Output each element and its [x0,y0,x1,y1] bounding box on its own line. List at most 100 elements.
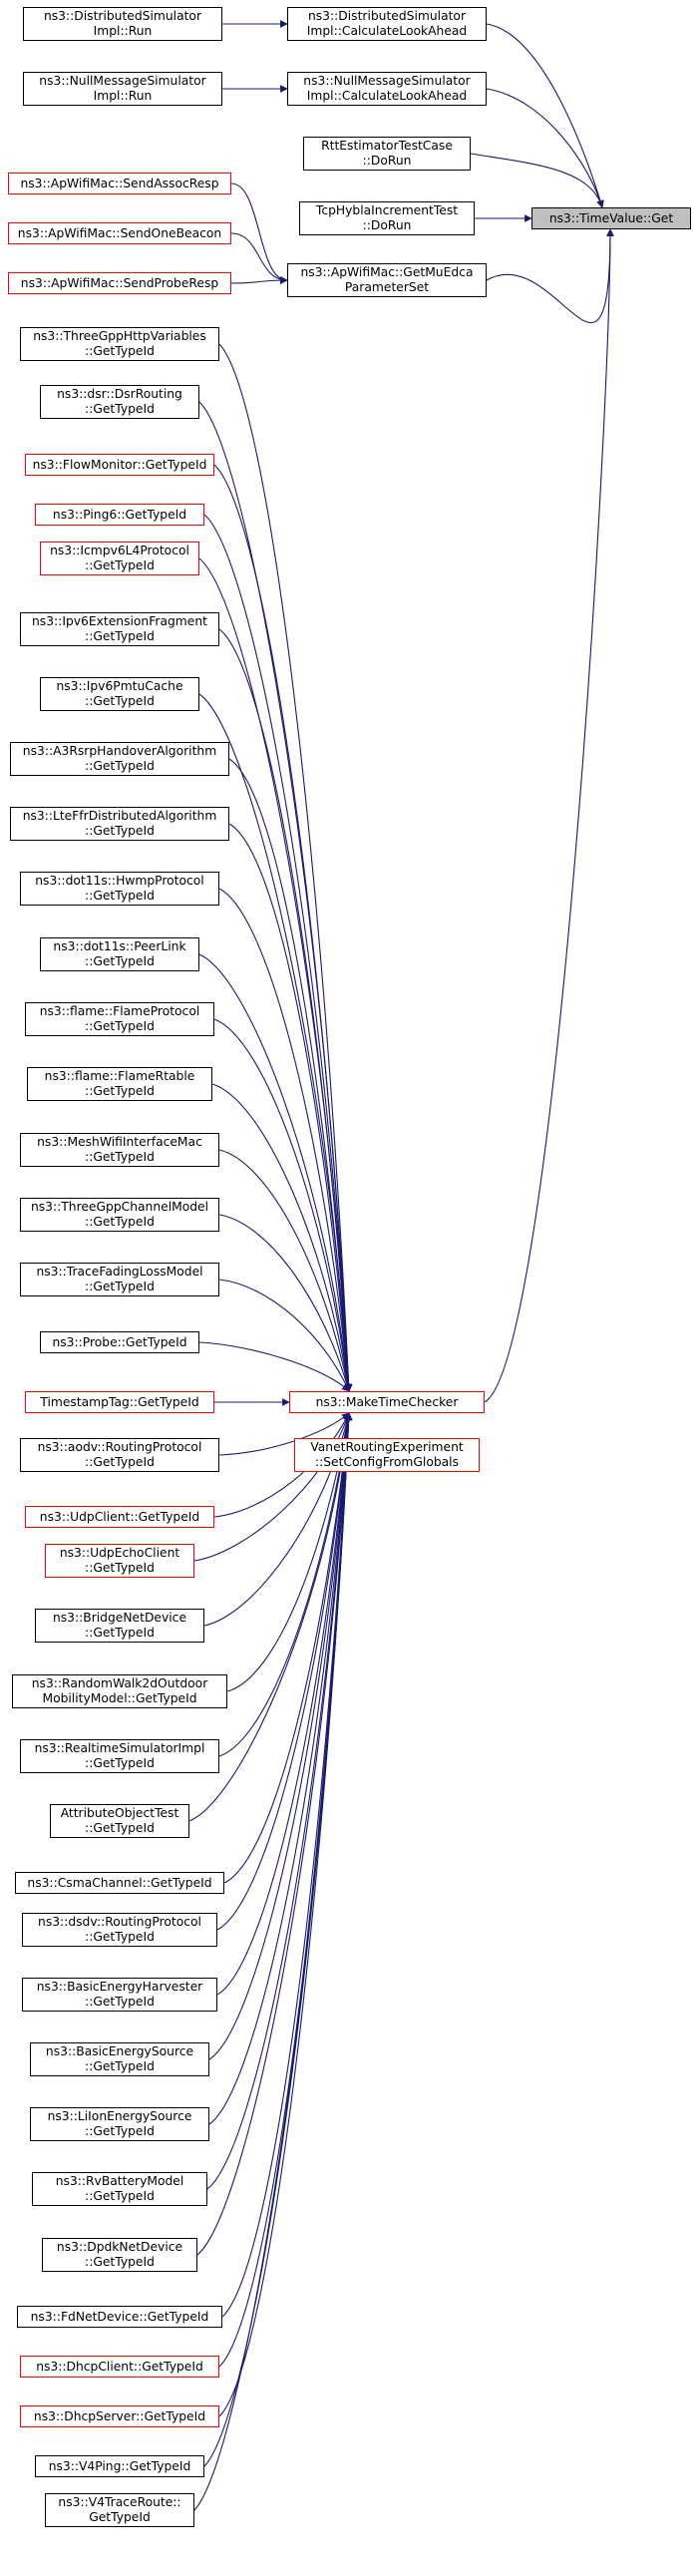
edge-l13-to-mtc [218,1149,352,1392]
node-label-line: TimestampTag::GetTypeId [40,1394,199,1409]
graph-node-l5[interactable]: ns3::Ipv6ExtensionFragment::GetTypeId [20,612,219,646]
graph-node-l25[interactable]: ns3::CsmaChannel::GetTypeId [15,1872,224,1894]
graph-node-l26[interactable]: ns3::dsdv::RoutingProtocol::GetTypeId [22,1913,217,1947]
graph-node-l3[interactable]: ns3::Ping6::GetTypeId [35,504,204,526]
graph-node-l20[interactable]: ns3::UdpEchoClient::GetTypeId [45,1544,194,1578]
node-label-line: ns3::DistributedSimulator [307,9,467,23]
node-label-line: VanetRoutingExperiment [310,1440,464,1454]
edge-l15-to-mtc [218,1279,350,1392]
graph-node-rtt[interactable]: RttEstimatorTestCase::DoRun [303,137,471,171]
edge-l8-to-mtc [228,823,353,1392]
target-node-tvget: ns3::TimeValue::Get [531,207,691,229]
node-label-line: GetTypeId [89,2510,151,2524]
graph-node-l36[interactable]: ns3::V4TraceRoute::GetTypeId [45,2493,194,2527]
graph-node-l8[interactable]: ns3::LteFfrDistributedAlgorithm::GetType… [10,807,229,841]
edge-l29-to-mtc [208,1412,353,2125]
graph-node-l29[interactable]: ns3::LiIonEnergySource::GetTypeId [30,2107,209,2141]
node-label-line: ns3::RealtimeSimulatorImpl [34,1741,205,1755]
graph-node-probe[interactable]: ns3::ApWifiMac::SendProbeResp [8,272,231,294]
graph-node-l12[interactable]: ns3::flame::FlameRtable::GetTypeId [27,1067,212,1101]
node-label-line: ::GetTypeId [85,824,155,838]
node-label-line: ::GetTypeId [85,1455,155,1469]
node-label-line: ::GetTypeId [85,1995,155,2009]
node-label-line: ns3::RandomWalk2dOutdoor [31,1676,208,1690]
node-label-line: ::GetTypeId [85,889,155,903]
node-label-line: ::GetTypeId [85,2124,155,2138]
edge-muedca-to-tvget [486,228,614,324]
graph-node-tcph[interactable]: TcpHyblaIncrementTest::DoRun [299,201,475,235]
graph-node-l16[interactable]: ns3::Probe::GetTypeId [40,1331,199,1353]
graph-node-l18[interactable]: ns3::aodv::RoutingProtocol::GetTypeId [20,1438,219,1472]
graph-node-l35[interactable]: ns3::V4Ping::GetTypeId [35,2455,204,2477]
graph-node-l0[interactable]: ns3::ThreeGppHttpVariables::GetTypeId [20,327,219,361]
edge-l14-to-mtc [218,1214,351,1392]
node-label-line: ns3::ApWifiMac::SendAssocResp [20,176,219,190]
node-label-line: ::GetTypeId [85,344,155,358]
node-label-line: ns3::BasicEnergyHarvester [36,1980,203,1994]
graph-node-l32[interactable]: ns3::FdNetDevice::GetTypeId [17,2306,222,2328]
graph-node-l1[interactable]: ns3::dsr::DsrRouting::GetTypeId [40,385,199,419]
node-label-line: ns3::ThreeGppHttpVariables [33,329,206,343]
graph-node-l23[interactable]: ns3::RealtimeSimulatorImpl::GetTypeId [20,1739,219,1773]
node-label-line: ns3::ThreeGppChannelModel [30,1200,209,1214]
graph-node-l30[interactable]: ns3::RvBatteryModel::GetTypeId [32,2172,207,2206]
graph-node-l21[interactable]: ns3::BridgeNetDevice::GetTypeId [35,1609,204,1643]
graph-node-beacon[interactable]: ns3::ApWifiMac::SendOneBeacon [8,222,231,244]
graph-node-l17[interactable]: TimestampTag::GetTypeId [25,1391,214,1413]
node-label-line: ns3::V4TraceRoute:: [58,2495,181,2509]
graph-node-mtc[interactable]: ns3::MakeTimeChecker [289,1391,485,1413]
graph-node-l4[interactable]: ns3::Icmpv6L4Protocol::GetTypeId [40,542,199,575]
graph-node-l14[interactable]: ns3::ThreeGppChannelModel::GetTypeId [20,1198,219,1232]
graph-node-vanet[interactable]: VanetRoutingExperiment::SetConfigFromGlo… [294,1438,480,1472]
node-label-line: ::GetTypeId [85,694,155,708]
node-label-line: ParameterSet [344,280,430,294]
edge-l2-to-mtc [213,464,353,1392]
graph-node-l2[interactable]: ns3::FlowMonitor::GetTypeId [25,454,214,476]
edge-l9-to-mtc [218,888,353,1392]
edge-l7-to-mtc [228,758,353,1392]
edge-l32-to-mtc [221,1412,353,2318]
graph-node-l33[interactable]: ns3::DhcpClient::GetTypeId [20,2356,219,2378]
edge-l12-to-mtc [211,1083,352,1392]
graph-node-l19[interactable]: ns3::UdpClient::GetTypeId [25,1506,214,1528]
node-label-line: ns3::LiIonEnergySource [47,2109,192,2123]
edge-l24-to-mtc [188,1412,352,1822]
graph-node-assoc[interactable]: ns3::ApWifiMac::SendAssocResp [8,173,231,194]
node-label-line: ns3::LteFfrDistributedAlgorithm [22,809,217,823]
graph-node-l24[interactable]: AttributeObjectTest::GetTypeId [50,1804,189,1838]
edge-l10-to-mtc [198,953,353,1392]
edge-dscla-to-tvget [486,23,604,208]
node-label-line: ::GetTypeId [85,1150,155,1164]
node-label-line: ::DoRun [362,154,412,168]
graph-node-l15[interactable]: ns3::TraceFadingLossModel::GetTypeId [20,1263,219,1296]
node-label-line: ns3::aodv::RoutingProtocol [37,1440,202,1454]
graph-node-l9[interactable]: ns3::dot11s::HwmpProtocol::GetTypeId [20,872,219,906]
node-label-line: ::GetTypeId [85,1626,155,1640]
graph-node-l13[interactable]: ns3::MeshWifiInterfaceMac::GetTypeId [20,1133,219,1167]
node-label-line: ::GetTypeId [85,1756,155,1770]
graph-node-l10[interactable]: ns3::dot11s::PeerLink::GetTypeId [40,937,199,971]
graph-node-l31[interactable]: ns3::DpdkNetDevice::GetTypeId [42,2238,197,2272]
graph-node-l6[interactable]: ns3::Ipv6PmtuCache::GetTypeId [40,677,199,711]
edge-l16-to-mtc [198,1341,350,1392]
node-label-line: ns3::A3RsrpHandoverAlgorithm [22,744,217,758]
graph-node-l7[interactable]: ns3::A3RsrpHandoverAlgorithm::GetTypeId [10,742,229,776]
node-label-line: ns3::Ping6::GetTypeId [52,507,187,522]
edge-l28-to-mtc [208,1412,353,2060]
edge-l25-to-mtc [223,1412,353,1884]
node-label-line: Impl::CalculateLookAhead [306,24,468,38]
graph-node-l27[interactable]: ns3::BasicEnergyHarvester::GetTypeId [22,1978,217,2012]
graph-node-l11[interactable]: ns3::flame::FlameProtocol::GetTypeId [25,1002,214,1036]
edge-l27-to-mtc [216,1412,353,1996]
node-label-line: ns3::FlowMonitor::GetTypeId [32,457,207,472]
graph-node-l34[interactable]: ns3::DhcpServer::GetTypeId [20,2405,219,2427]
graph-node-l28[interactable]: ns3::BasicEnergySource::GetTypeId [30,2042,209,2076]
node-label-line: ::GetTypeId [85,2059,155,2073]
node-label-line: ns3::BridgeNetDevice [52,1611,187,1625]
